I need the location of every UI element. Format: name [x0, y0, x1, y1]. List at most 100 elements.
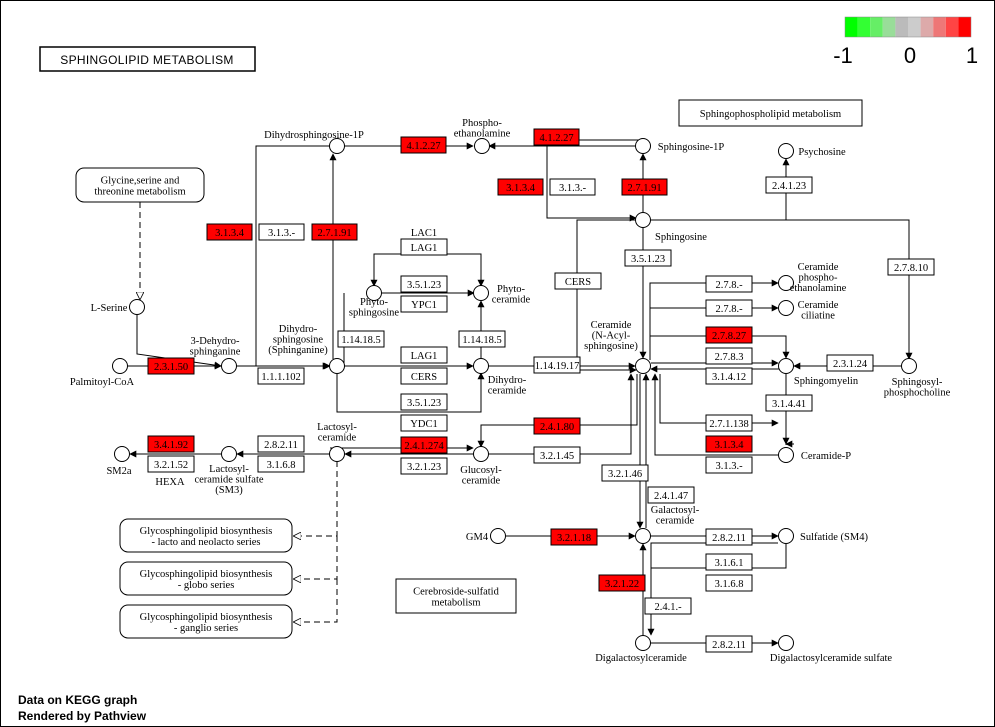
enzyme-box[interactable]: [400, 367, 448, 385]
enzyme-box[interactable]: [400, 414, 448, 432]
enzyme-box[interactable]: [705, 367, 753, 385]
enzyme-box[interactable]: [400, 295, 448, 313]
enzyme-label: 3.2.1.45: [540, 451, 574, 462]
enzyme-box[interactable]: [400, 346, 448, 364]
enzyme-box[interactable]: [621, 178, 668, 196]
map-box-m_globo[interactable]: [119, 561, 293, 596]
legend-border: [844, 16, 972, 38]
enzyme-box[interactable]: [705, 326, 753, 344]
enzyme-box[interactable]: [258, 223, 305, 241]
compound-node[interactable]: [129, 299, 145, 315]
compound-node[interactable]: [635, 138, 651, 154]
enzyme-box[interactable]: [705, 635, 753, 653]
enzyme-box[interactable]: [400, 436, 448, 454]
enzyme-box[interactable]: [705, 456, 753, 474]
compound-label: Sphingosyl-: [892, 377, 943, 388]
map-label: - lacto and neolacto series: [151, 537, 260, 548]
enzyme-label: 3.1.3.4: [715, 440, 745, 451]
enzyme-box[interactable]: [705, 435, 753, 453]
compound-node[interactable]: [635, 358, 651, 374]
map-box-m_gly[interactable]: [75, 167, 205, 203]
compound-node[interactable]: [778, 635, 794, 651]
compound-node[interactable]: [635, 528, 651, 544]
compound-node[interactable]: [221, 358, 237, 374]
enzyme-box[interactable]: [705, 553, 753, 571]
enzyme-box[interactable]: [257, 455, 305, 473]
enzyme-box[interactable]: [705, 528, 753, 546]
compound-node[interactable]: [635, 212, 651, 228]
enzyme-box[interactable]: [337, 330, 385, 348]
enzyme-label: 2.4.1.47: [654, 491, 688, 502]
enzyme-box[interactable]: [533, 356, 581, 374]
enzyme-box[interactable]: [765, 176, 813, 194]
map-box-m_sphospho[interactable]: [678, 99, 863, 127]
enzyme-box[interactable]: [705, 574, 753, 592]
enzyme-box[interactable]: [533, 417, 581, 435]
compound-node[interactable]: [329, 358, 345, 374]
compound-label: ethanolamine: [790, 283, 847, 294]
enzyme-box[interactable]: [549, 178, 596, 196]
compound-node[interactable]: [473, 446, 489, 462]
enzyme-box[interactable]: [400, 393, 448, 411]
enzyme-box[interactable]: [400, 457, 448, 475]
compound-node[interactable]: [778, 143, 794, 159]
enzyme-box[interactable]: [887, 258, 935, 276]
compound-node[interactable]: [778, 528, 794, 544]
enzyme-box[interactable]: [147, 357, 195, 375]
enzyme-label: 2.7.1.91: [627, 183, 661, 194]
enzyme-box[interactable]: [705, 347, 753, 365]
enzyme-box[interactable]: [765, 394, 813, 412]
enzyme-box[interactable]: [550, 528, 598, 546]
compound-node[interactable]: [473, 285, 489, 301]
compound-node[interactable]: [473, 358, 489, 374]
legend-swatch: [895, 17, 908, 37]
enzyme-box[interactable]: [647, 486, 695, 504]
enzyme-box[interactable]: [458, 330, 506, 348]
enzyme-box[interactable]: [147, 435, 195, 453]
enzyme-box[interactable]: [601, 464, 649, 482]
enzyme-box[interactable]: [624, 249, 672, 267]
enzyme-box[interactable]: [533, 446, 581, 464]
enzyme-box[interactable]: [705, 299, 753, 317]
map-box-m_cerebro[interactable]: [395, 578, 517, 614]
enzyme-box[interactable]: [554, 272, 602, 290]
enzyme-box[interactable]: [497, 178, 544, 196]
compound-node[interactable]: [114, 446, 130, 462]
compound-node[interactable]: [490, 528, 506, 544]
map-box-m_ganglio[interactable]: [119, 604, 293, 639]
enzyme-box[interactable]: [206, 223, 253, 241]
enzyme-box[interactable]: [311, 223, 358, 241]
compound-node[interactable]: [778, 358, 794, 374]
enzyme-label: 1.14.19.17: [535, 361, 580, 372]
compound-node[interactable]: [366, 285, 382, 301]
compound-node[interactable]: [635, 635, 651, 651]
compound-node[interactable]: [778, 300, 794, 316]
enzyme-box[interactable]: [705, 414, 753, 432]
compound-node[interactable]: [329, 138, 345, 154]
enzyme-box[interactable]: [533, 128, 580, 146]
enzyme-box[interactable]: [400, 136, 447, 154]
enzyme-box[interactable]: [826, 354, 874, 372]
map-box-m_lacto[interactable]: [119, 518, 293, 553]
enzyme-box[interactable]: [400, 238, 448, 256]
compound-node[interactable]: [221, 446, 237, 462]
enzyme-box[interactable]: [401, 224, 447, 240]
enzyme-box[interactable]: [644, 597, 692, 615]
compound-label: Sphingomyelin: [794, 376, 859, 387]
compound-label: Digalactosylceramide sulfate: [770, 653, 892, 664]
compound-node[interactable]: [474, 138, 490, 154]
compound-label: (N-Acyl-: [592, 331, 631, 342]
enzyme-label: 3.4.1.92: [154, 440, 188, 451]
compound-node[interactable]: [778, 275, 794, 291]
enzyme-box[interactable]: [257, 367, 305, 385]
compound-node[interactable]: [329, 446, 345, 462]
compound-node[interactable]: [112, 358, 128, 374]
enzyme-box[interactable]: [257, 435, 305, 453]
enzyme-box[interactable]: [400, 275, 448, 293]
compound-node[interactable]: [901, 358, 917, 374]
compound-node[interactable]: [778, 447, 794, 463]
enzyme-box[interactable]: [705, 275, 753, 293]
enzyme-box[interactable]: [598, 574, 646, 592]
enzyme-box[interactable]: [147, 455, 195, 473]
legend-swatch: [908, 17, 921, 37]
